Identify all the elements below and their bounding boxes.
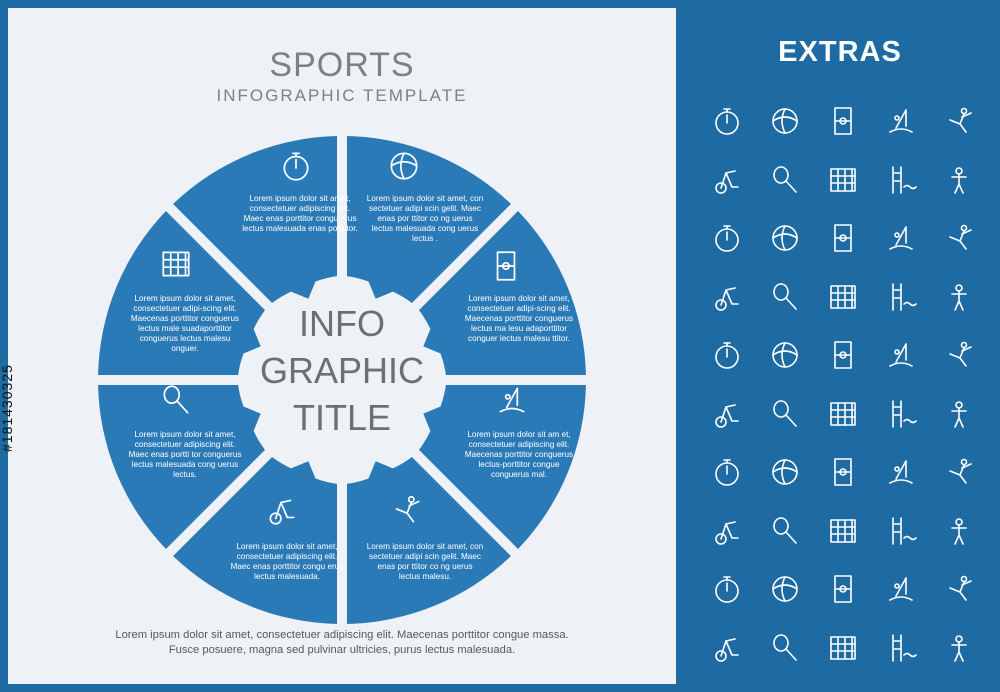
- pull-up-bar-icon: [158, 382, 194, 418]
- extras-icon-grid: [698, 92, 988, 677]
- basketball-hoop-icon: [814, 619, 872, 678]
- extras-title: EXTRAS: [778, 36, 902, 68]
- bicycle-icon: [698, 385, 756, 444]
- footer-text: Lorem ipsum dolor sit amet, consectetuer…: [8, 628, 676, 658]
- side-id-label: #181430325: [0, 364, 15, 452]
- extras-panel: EXTRAS: [688, 8, 992, 684]
- ring-segment: [98, 211, 266, 376]
- basketball-hoop-icon: [872, 502, 930, 561]
- segment-text: Lorem ipsum dolor sit amet, consectetuer…: [230, 542, 344, 581]
- infographic-panel: SPORTS INFOGRAPHIC TEMPLATE INFO GRAPHIC…: [8, 8, 676, 684]
- segment-text: Lorem ipsum dolor sit amet, consectetuer…: [242, 194, 358, 233]
- mountain-climbing-icon: [814, 209, 872, 268]
- ring-segment: [346, 456, 511, 624]
- basketball-icon: [756, 326, 814, 385]
- page-title: SPORTS: [269, 46, 415, 84]
- ring-segment: [346, 136, 511, 304]
- center-title-line-2: GRAPHIC: [260, 350, 425, 391]
- segment-text: Lorem ipsum dolor sit am et, consectetue…: [464, 430, 574, 479]
- rugby-ball-icon: [756, 619, 814, 678]
- surfboard-icon: [872, 385, 930, 444]
- skateboarding-icon: [158, 246, 194, 282]
- billiard-ball-icon: [814, 326, 872, 385]
- ring-segment: [418, 211, 586, 376]
- kitesurfing-icon: [872, 560, 930, 619]
- bicycle-icon: [698, 268, 756, 327]
- tennis-icon: [872, 209, 930, 268]
- swimming-icon: [872, 443, 930, 502]
- footer-line-2: Fusce posuere, magna sed pulvinar ultric…: [168, 644, 516, 656]
- ring-segment: [173, 456, 338, 624]
- health-checklist-icon: [698, 619, 756, 678]
- segment-text: Lorem ipsum dolor sit amet, con sectetue…: [366, 194, 484, 243]
- center-title: INFO GRAPHIC TITLE: [260, 300, 424, 441]
- fencing-icon: [488, 248, 524, 284]
- ring-segment: [418, 384, 586, 549]
- tennis-racket-icon: [494, 382, 530, 418]
- football-player-icon: [930, 326, 988, 385]
- soccer-ball-icon: [388, 492, 424, 528]
- swimmer-icon: [872, 326, 930, 385]
- gymnastics-horse-icon: [264, 492, 300, 528]
- segment-text: Lorem ipsum dolor sit amet, consectetuer…: [130, 294, 240, 353]
- ballet-icon: [930, 92, 988, 151]
- pull-up-bar-icon: [930, 502, 988, 561]
- cycling-icon: [386, 148, 422, 184]
- podium-icon: [814, 268, 872, 327]
- baseball-icon: [756, 209, 814, 268]
- cycling-icon: [698, 326, 756, 385]
- golfer-icon: [930, 443, 988, 502]
- ring-segment: [173, 136, 338, 304]
- roller-skate-icon: [698, 502, 756, 561]
- karate-icon: [930, 385, 988, 444]
- bodybuilder-icon: [930, 560, 988, 619]
- center-title-line-1: INFO: [299, 303, 385, 344]
- segment-text: Lorem ipsum dolor sit amet, consectetuer…: [128, 430, 242, 479]
- exercise-bike-icon: [698, 151, 756, 210]
- gymnastics-horse-icon: [930, 619, 988, 678]
- atv-icon: [698, 443, 756, 502]
- ping-pong-icon: [814, 443, 872, 502]
- skateboard-icon: [698, 209, 756, 268]
- hurdles-icon: [930, 268, 988, 327]
- soccer-field-icon: [814, 92, 872, 151]
- center-title-line-3: TITLE: [292, 397, 391, 438]
- surfing-icon: [278, 148, 314, 184]
- fencing-icon: [756, 268, 814, 327]
- volleyball-icon: [756, 92, 814, 151]
- checkered-flag-icon: [814, 385, 872, 444]
- kayak-icon: [872, 619, 930, 678]
- goal-net-icon: [814, 151, 872, 210]
- badminton-icon: [756, 151, 814, 210]
- ring-segment: [98, 384, 266, 549]
- segment-ring: [98, 136, 586, 624]
- soccer-ball-icon: [756, 385, 814, 444]
- figure-skating-icon: [930, 209, 988, 268]
- segment-text: Lorem ipsum dolor sit amet, consectetuer…: [464, 294, 574, 343]
- trophy-icon: [756, 560, 814, 619]
- windsurfing-icon: [872, 92, 930, 151]
- soccer-field-icon: [756, 502, 814, 561]
- archery-target-icon: [814, 560, 872, 619]
- footer-line-1: Lorem ipsum dolor sit amet, consectetuer…: [115, 629, 569, 641]
- surfing-icon: [872, 268, 930, 327]
- page-subtitle: INFOGRAPHIC TEMPLATE: [216, 86, 468, 105]
- cyclist-icon: [698, 560, 756, 619]
- stopwatch-icon: [698, 92, 756, 151]
- american-football-goal-icon: [756, 443, 814, 502]
- swimming-pool-icon: [872, 151, 930, 210]
- golf-club-icon: [814, 502, 872, 561]
- cheerleader-icon: [930, 151, 988, 210]
- segment-text: Lorem ipsum dolor sit amet, con sectetue…: [366, 542, 484, 581]
